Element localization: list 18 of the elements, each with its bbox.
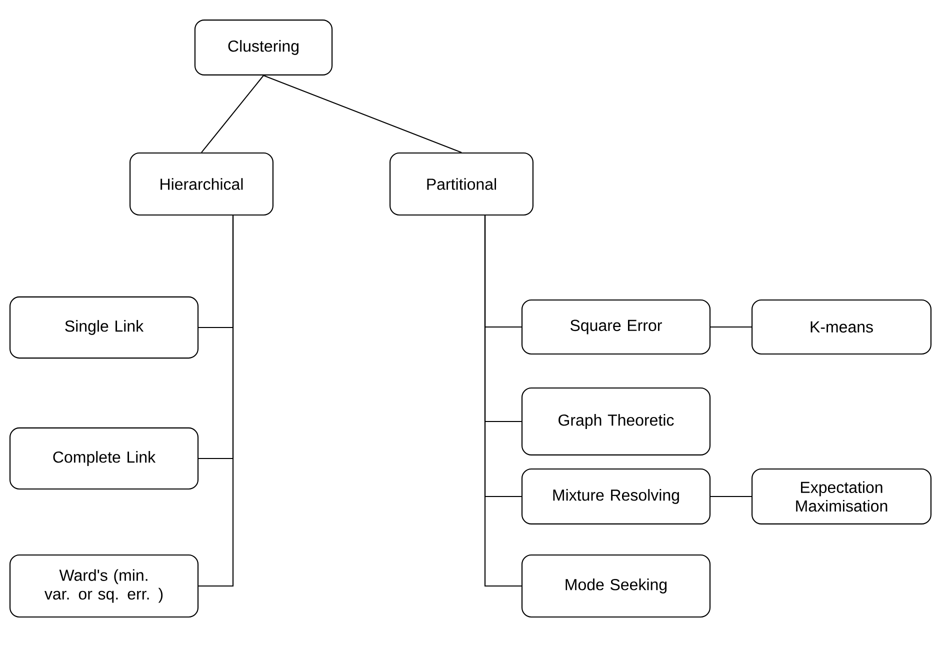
- process-box: Hierarchical: [130, 152, 274, 216]
- connector-line: [201, 75, 264, 153]
- connector-line: [710, 326, 752, 328]
- process-box: Expectation Maximisation: [752, 468, 932, 524]
- process-box: Mixture Resolving: [521, 468, 711, 524]
- process-box: Clustering: [194, 20, 333, 76]
- process-box: Mode Seeking: [521, 554, 711, 618]
- connector-line: [710, 496, 752, 498]
- process-box: Partitional: [390, 152, 534, 216]
- connector-line: [484, 216, 522, 587]
- process-box: K-means: [752, 299, 932, 355]
- connector-line: [263, 75, 462, 153]
- process-box: Complete Link: [9, 427, 199, 490]
- process-box: Square Error: [521, 299, 711, 355]
- connector-line: [198, 216, 234, 587]
- process-box: Single Link: [9, 296, 199, 359]
- process-box: Ward's (min. var. or sq. err. ): [9, 554, 199, 618]
- process-box: Graph Theoretic: [521, 388, 711, 456]
